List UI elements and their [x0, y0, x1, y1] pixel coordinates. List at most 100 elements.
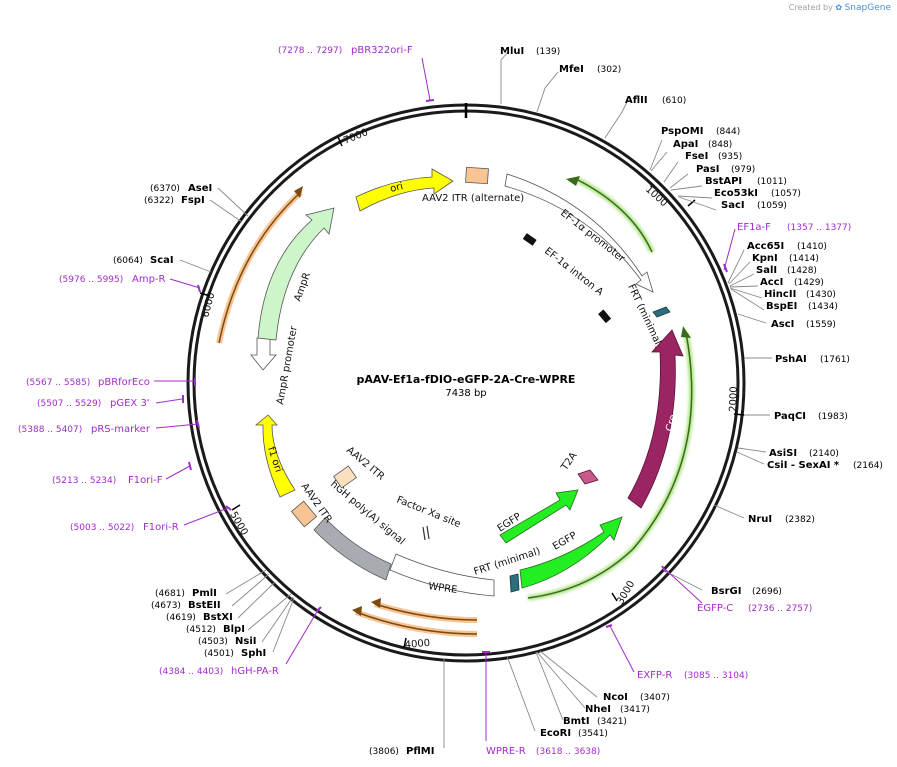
enzyme-name-asisi[interactable]: AsiSI — [769, 448, 797, 459]
t2a-feature[interactable] — [577, 469, 599, 485]
enzyme-name-blpi[interactable]: BlpI — [223, 624, 245, 635]
enzyme-name-pspomi[interactable]: PspOMI — [661, 126, 703, 137]
enzyme-pos-paqci: (1983) — [818, 412, 848, 422]
primer-name-f1ori-r[interactable]: F1ori-R — [143, 522, 179, 533]
leader-asei — [217, 187, 249, 217]
ef1a-promoter-feature[interactable] — [504, 173, 654, 293]
cre-label: Cre — [664, 413, 679, 432]
enzyme-name-acc65i[interactable]: Acc65I — [747, 241, 784, 252]
enzyme-name-scai[interactable]: ScaI — [150, 255, 174, 266]
enzyme-name-bstapi[interactable]: BstAPI — [705, 176, 742, 187]
frt-minimal-bottom-feature[interactable] — [509, 573, 520, 593]
enzyme-pos-nrui: (2382) — [785, 515, 815, 525]
leader-sphi — [272, 597, 295, 653]
leader-hincii — [729, 287, 763, 299]
enzyme-name-nhei[interactable]: NheI — [585, 704, 611, 715]
enzyme-pos-asisi: (2140) — [809, 449, 839, 459]
itr-inner-feature[interactable] — [333, 465, 357, 489]
leader-asci — [737, 313, 767, 324]
primer-bind-bottom-arrow-1[interactable] — [374, 603, 478, 621]
enzyme-name-sphi[interactable]: SphI — [241, 648, 266, 659]
scale-ticks — [199, 136, 745, 649]
hgh-polya-feature[interactable] — [313, 517, 392, 581]
primer-name-f1ori-f[interactable]: F1ori-F — [128, 475, 163, 486]
ef1a-green-arrow[interactable] — [577, 179, 653, 253]
itr-bottom-feature[interactable] — [290, 500, 318, 528]
primer-mark-prs — [196, 419, 200, 429]
enzyme-name-bstxi[interactable]: BstXI — [203, 612, 233, 623]
enzyme-name-asei[interactable]: AseI — [188, 183, 212, 194]
enzyme-name-pflmi[interactable]: PflMI — [406, 746, 434, 757]
ef1a-intron-end-marker — [598, 309, 612, 324]
primer-name-hgh-pa-r[interactable]: hGH-PA-R — [231, 666, 279, 677]
frt-minimal-top-feature[interactable] — [652, 306, 671, 318]
primer-name-exfp-r[interactable]: EXFP-R — [637, 670, 672, 681]
enzyme-name-pmli[interactable]: PmlI — [192, 588, 217, 599]
primer-name-wpre-r[interactable]: WPRE-R — [486, 746, 526, 757]
primer-name-amp-r[interactable]: Amp-R — [132, 274, 166, 285]
enzyme-name-fspi[interactable]: FspI — [181, 195, 205, 206]
enzyme-name-eco53ki[interactable]: Eco53kI — [714, 188, 758, 199]
f1-ori-feature[interactable] — [254, 414, 296, 498]
primer-pos-pbrforeco: (5567 .. 5585) — [26, 378, 90, 388]
enzyme-name-pasi[interactable]: PasI — [696, 164, 719, 175]
egfp-inner-feature[interactable] — [499, 489, 579, 544]
leader-mlui — [500, 51, 509, 104]
enzyme-name-aflii[interactable]: AflII — [625, 95, 648, 106]
primer-name-egfp-c[interactable]: EGFP-C — [697, 603, 733, 614]
primer-leader-prs-marker — [155, 423, 199, 429]
enzyme-name-saci[interactable]: SacI — [721, 200, 745, 211]
enzyme-pos-mfei: (302) — [597, 65, 621, 75]
ampr-feature[interactable] — [257, 207, 335, 341]
primer-pos-pbr322ori: (7278 .. 7297) — [278, 46, 342, 56]
primer-bind-bottom-arrow-2[interactable] — [355, 611, 478, 635]
enzyme-name-asci[interactable]: AscI — [771, 319, 794, 330]
enzyme-name-bsrgi[interactable]: BsrGI — [711, 586, 741, 597]
primer-bind-left-arrow[interactable] — [218, 191, 302, 344]
primer-name-pbr322ori[interactable]: pBR322ori-F — [351, 45, 413, 56]
itr-alternate-feature[interactable] — [465, 166, 489, 185]
enzyme-name-ncoi[interactable]: NcoI — [603, 692, 628, 703]
cre-feature[interactable] — [627, 329, 684, 509]
enzyme-pos-fspi: (6322) — [144, 196, 174, 206]
primer-mark-egfp-c — [661, 565, 667, 573]
ori-feature[interactable] — [355, 168, 454, 212]
primer-name-ef1a[interactable]: EF1a-F — [737, 222, 771, 233]
wpre-feature[interactable] — [389, 553, 495, 597]
tick-mark-5000 — [231, 504, 241, 511]
enzyme-name-sali[interactable]: SalI — [756, 265, 777, 276]
enzyme-name-mfei[interactable]: MfeI — [559, 64, 584, 75]
tick-mark-4000 — [403, 637, 407, 649]
enzyme-labels-right: MluI (139) MfeI (302) AflII (610) PspOMI… — [500, 46, 883, 597]
enzyme-name-kpni[interactable]: KpnI — [752, 253, 778, 264]
enzyme-name-bsteii[interactable]: BstEII — [188, 600, 221, 611]
primer-name-pbrforeco[interactable]: pBRforEco — [98, 377, 150, 388]
enzyme-name-pshai[interactable]: PshAI — [775, 354, 807, 365]
enzyme-name-apai[interactable]: ApaI — [673, 139, 698, 150]
enzyme-name-fsei[interactable]: FseI — [685, 151, 708, 162]
enzyme-pos-csii: (2164) — [853, 461, 883, 471]
ampr-promoter-label: AmpR promoter — [275, 324, 300, 405]
egfp-green-arrow[interactable] — [527, 332, 693, 599]
enzyme-name-bspei[interactable]: BspEI — [766, 301, 797, 312]
enzyme-name-nsii[interactable]: NsiI — [235, 636, 256, 647]
enzyme-name-bmti[interactable]: BmtI — [563, 716, 590, 727]
enzyme-name-paqci[interactable]: PaqCI — [774, 411, 806, 422]
enzyme-name-acci[interactable]: AccI — [760, 277, 783, 288]
primer-leader-pgex — [155, 398, 183, 404]
enzyme-pos-scai: (6064) — [113, 256, 143, 266]
enzyme-name-ecori[interactable]: EcoRI — [540, 728, 571, 739]
enzyme-pos-nsii: (4503) — [198, 637, 228, 647]
ampr-promoter-feature[interactable] — [250, 337, 277, 371]
enzyme-name-csii[interactable]: CsiI - SexAI * — [767, 460, 840, 471]
primer-name-pgex[interactable]: pGEX 3' — [110, 398, 150, 409]
primer-name-prs-marker[interactable]: pRS-marker — [91, 424, 151, 435]
leader-apai — [650, 151, 668, 172]
egfp-outer-feature[interactable] — [519, 516, 623, 589]
enzyme-name-mlui[interactable]: MluI — [500, 46, 524, 57]
enzyme-name-nrui[interactable]: NruI — [748, 514, 772, 525]
primer-pos-ef1a: (1357 .. 1377) — [787, 223, 851, 233]
enzyme-name-hincii[interactable]: HincII — [764, 289, 796, 300]
primer-pos-f1ori-r: (5003 .. 5022) — [70, 523, 134, 533]
